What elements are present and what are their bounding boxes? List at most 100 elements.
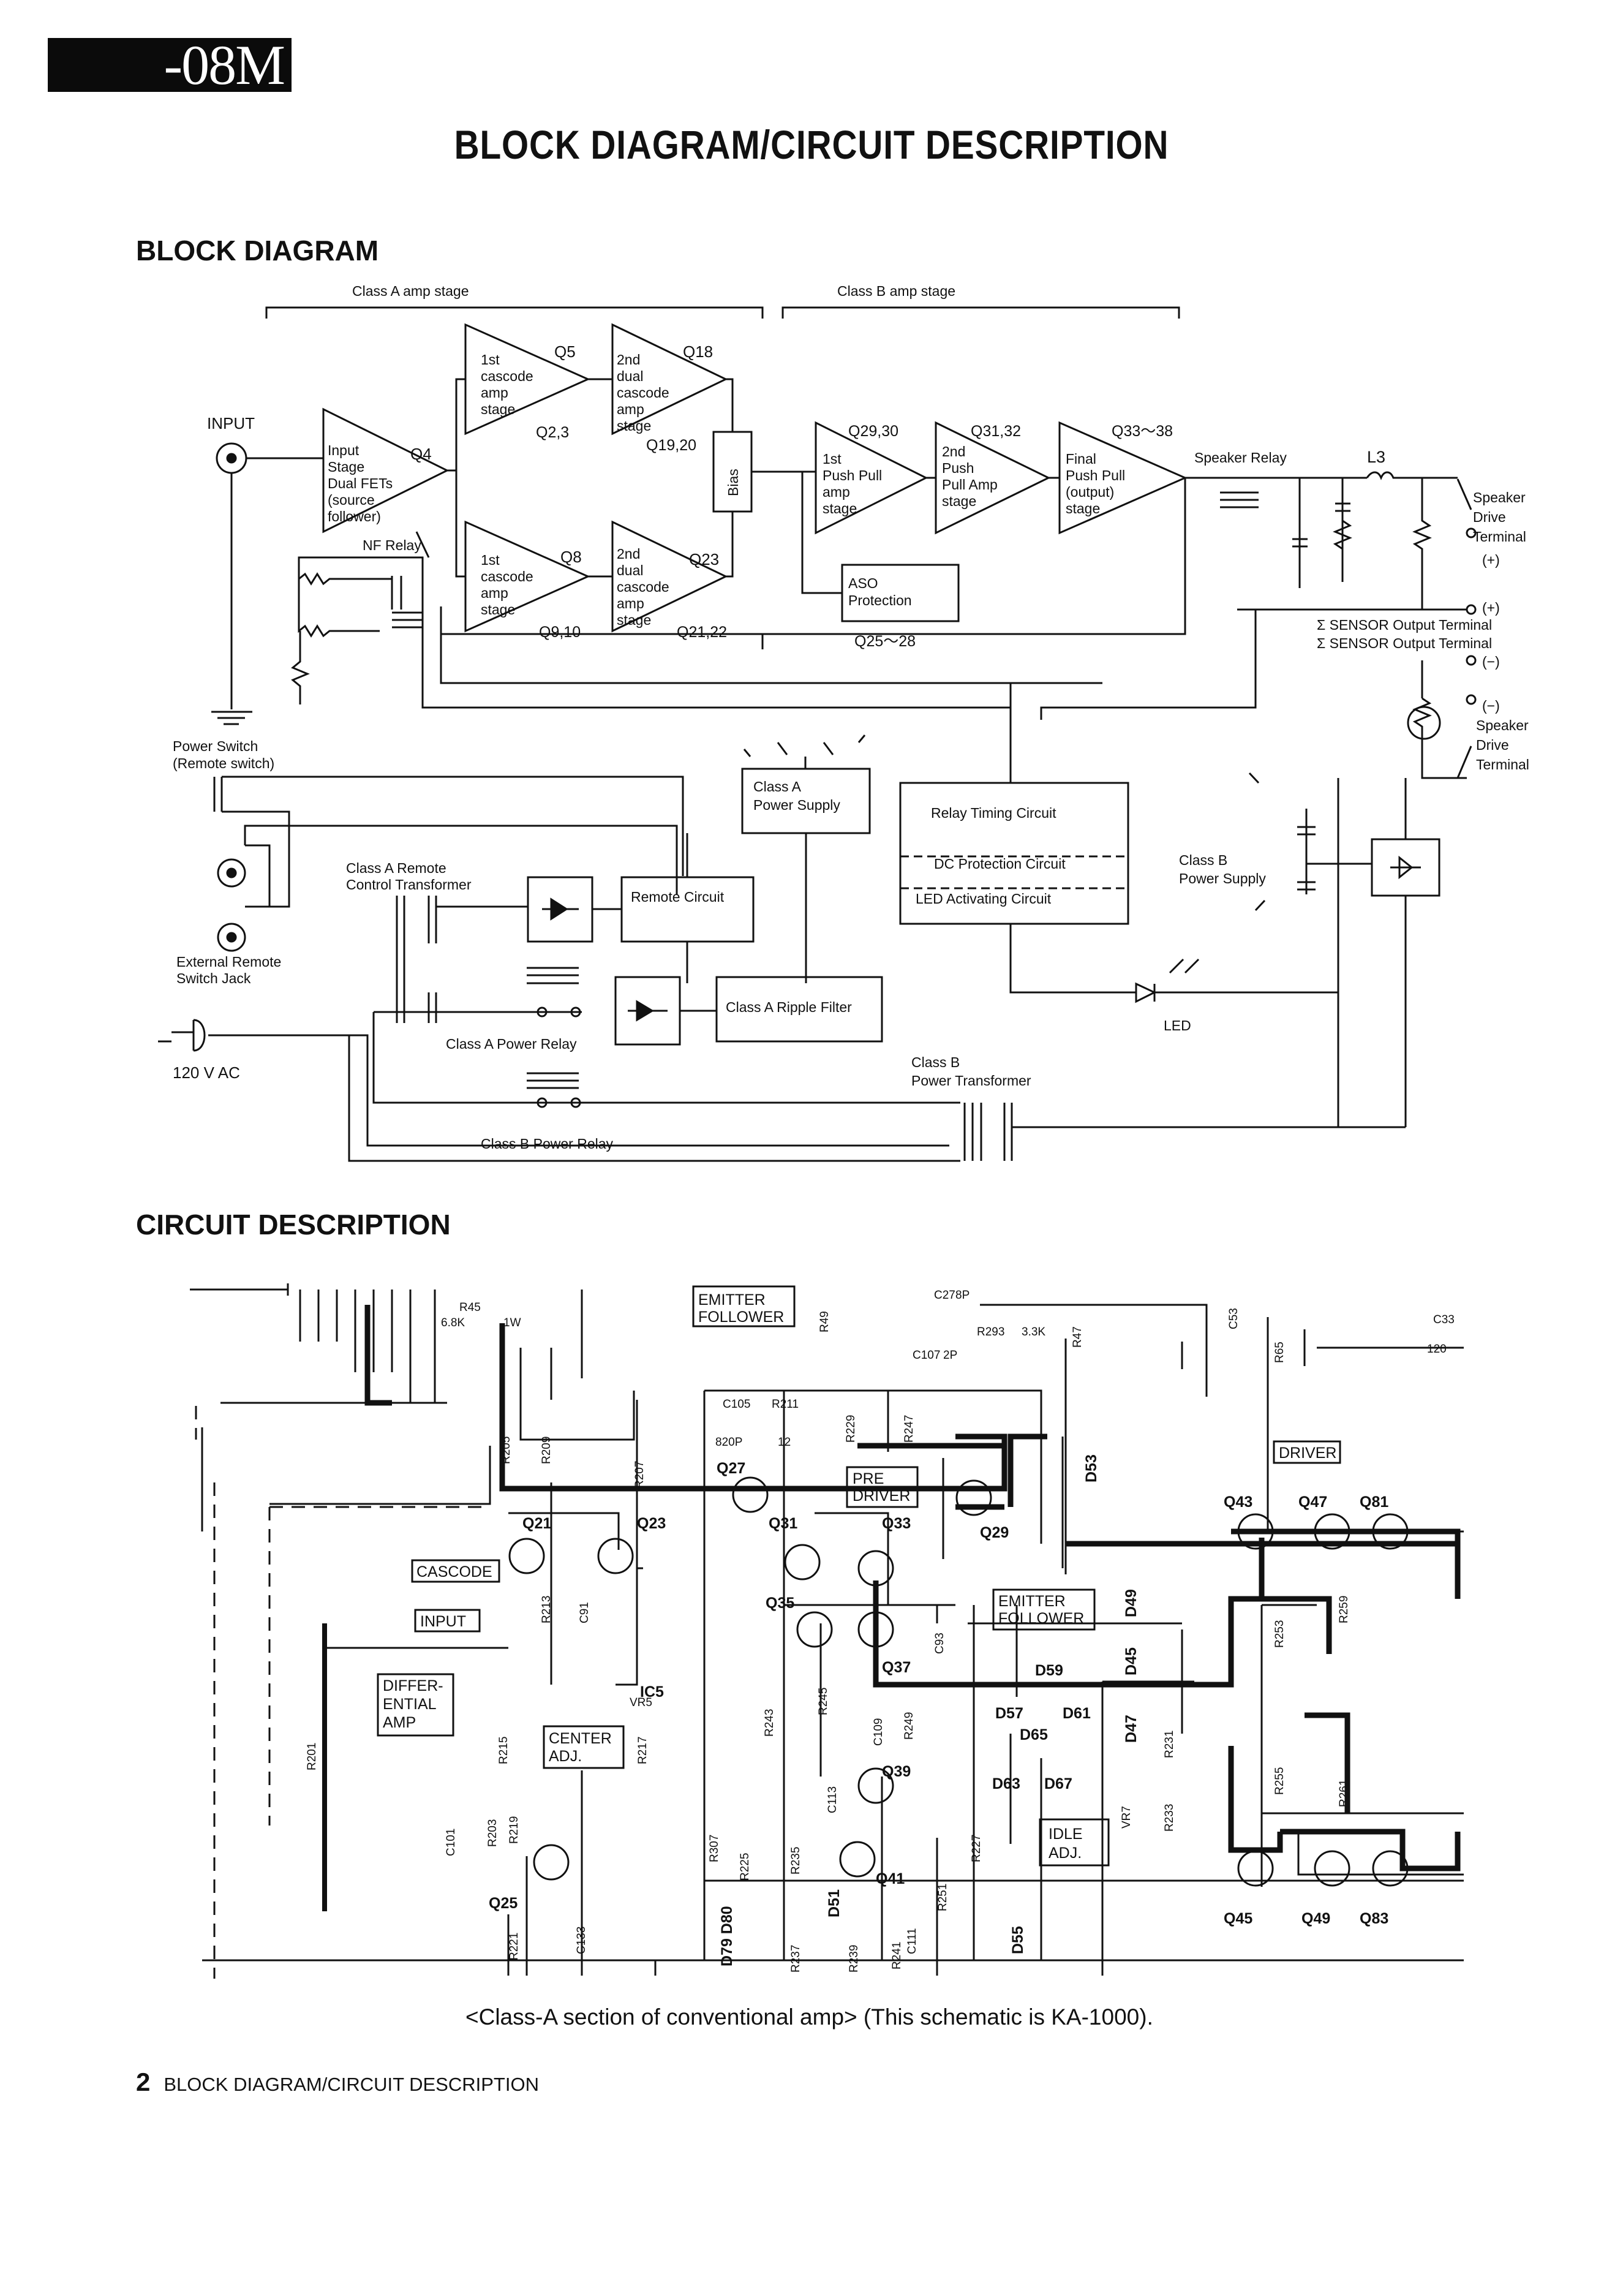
power-switch-line-1: Power Switch — [173, 738, 258, 754]
dual-cascode-bottom-line-5: stage — [617, 612, 651, 628]
aso-line-2: Protection — [848, 592, 912, 608]
led-activating-label: LED Activating Circuit — [916, 891, 1052, 907]
power-switch-line-2: (Remote switch) — [173, 755, 274, 771]
r243-part: R243 — [763, 1709, 776, 1737]
r217-part: R217 — [636, 1737, 649, 1764]
l3-label: L3 — [1367, 448, 1385, 466]
r229-part: R229 — [845, 1415, 857, 1443]
remote-transformer-line-1: Class A Remote — [346, 860, 446, 876]
page-title: BLOCK DIAGRAM/CIRCUIT DESCRIPTION — [454, 122, 1169, 167]
plus-out-label: (+) — [1482, 600, 1500, 616]
d49-part: D49 — [1123, 1589, 1140, 1617]
q35-part: Q35 — [766, 1595, 794, 1612]
cascode-top-line-2: cascode — [481, 368, 533, 384]
r47-part: R47 — [1071, 1326, 1084, 1348]
d63-part: D63 — [992, 1775, 1020, 1792]
center-adj-line-2: ADJ. — [549, 1748, 582, 1765]
input-label: INPUT — [207, 414, 255, 432]
pre-driver-line-1: PRE — [853, 1470, 884, 1487]
c27-part: C27 — [934, 1289, 955, 1302]
c105-value: 820P — [715, 1436, 742, 1449]
aso-line-1: ASO — [848, 575, 878, 591]
class-a-stage-label: Class A amp stage — [352, 283, 469, 299]
push-pull-2nd-line-4: stage — [942, 493, 976, 509]
push-pull-1st-line-2: Push Pull — [823, 467, 882, 483]
c107-value: 2P — [943, 1349, 957, 1362]
c109-part: C109 — [872, 1718, 885, 1746]
q83-part: Q83 — [1360, 1910, 1388, 1927]
differential-line-2: ENTIAL — [383, 1696, 437, 1713]
class-b-stage-label: Class B amp stage — [837, 283, 955, 299]
center-adj-line-1: CENTER — [549, 1730, 612, 1747]
r201-part: R201 — [306, 1743, 318, 1770]
class-b-supply-line-1: Class B — [1179, 852, 1227, 868]
idle-adj-line-1: IDLE — [1049, 1826, 1083, 1843]
class-a-power-relay-label: Class A Power Relay — [446, 1036, 577, 1052]
dual-cascode-top-line-1: 2nd — [617, 352, 640, 368]
driver-label: DRIVER — [1279, 1444, 1336, 1462]
class-a-supply-line-2: Power Supply — [753, 797, 840, 813]
q8-label: Q8 — [560, 548, 582, 566]
c113-part: C113 — [826, 1786, 839, 1813]
c111-part: C111 — [906, 1928, 919, 1954]
differential-line-3: AMP — [383, 1714, 416, 1731]
q33-38-label: Q33～38 — [1112, 423, 1173, 440]
minus-out-label: (−) — [1482, 654, 1500, 670]
c93-part: C93 — [933, 1633, 946, 1654]
input-stage-line-5: follower) — [328, 508, 381, 524]
class-a-supply-line-1: Class A — [753, 779, 802, 795]
q43-part: Q43 — [1224, 1494, 1252, 1511]
cascode-bottom-line-4: stage — [481, 602, 515, 617]
input-stage-line-1: Input — [328, 442, 360, 458]
cascode-top-line-3: amp — [481, 385, 508, 401]
q29-30-label: Q29,30 — [848, 423, 898, 440]
d59-part: D59 — [1035, 1662, 1063, 1679]
r211-value: 12 — [778, 1436, 791, 1449]
speaker-top-line-3: Terminal — [1473, 529, 1526, 545]
d67-part: D67 — [1044, 1775, 1072, 1792]
c27-value: 8P — [955, 1289, 970, 1302]
footer-text: BLOCK DIAGRAM/CIRCUIT DESCRIPTION — [164, 2074, 539, 2095]
q18-label: Q18 — [683, 342, 713, 361]
r225-part: R225 — [739, 1853, 751, 1881]
q39-part: Q39 — [882, 1763, 911, 1780]
push-pull-2nd-line-3: Pull Amp — [942, 477, 998, 493]
external-remote-line-2: Switch Jack — [176, 970, 251, 986]
r211-part: R211 — [772, 1398, 799, 1411]
c101-part: C101 — [445, 1829, 458, 1856]
input-stage-label: INPUT — [420, 1613, 466, 1630]
differential-line-1: DIFFER- — [383, 1677, 443, 1694]
speaker-bottom-line-1: (−) — [1482, 698, 1500, 714]
speaker-top-line-4: (+) — [1482, 552, 1500, 568]
sensor-neg-label: Σ SENSOR Output Terminal — [1317, 635, 1492, 651]
c33-part: C33 — [1433, 1313, 1455, 1326]
q25-28-label: Q25～28 — [854, 633, 916, 650]
r45-value: 6.8K — [441, 1316, 465, 1329]
schematic: Q21 Q23 Q27 Q31 Q33 Q29 Q35 Q37 Q39 Q41 … — [190, 1283, 1464, 1979]
r45-watt: 1W — [503, 1316, 521, 1329]
q37-part: Q37 — [882, 1659, 911, 1676]
dual-cascode-bottom-line-3: cascode — [617, 579, 669, 595]
r203-part: R203 — [486, 1819, 499, 1847]
c53-part: C53 — [1227, 1308, 1240, 1329]
q31-part: Q31 — [769, 1515, 797, 1532]
r293-value: 3.3K — [1022, 1326, 1045, 1339]
idle-adj-line-2: ADJ. — [1049, 1845, 1082, 1862]
r215-part: R215 — [497, 1737, 510, 1764]
q41-part: Q41 — [876, 1870, 905, 1887]
r259-part: R259 — [1338, 1596, 1350, 1623]
dual-cascode-top-line-2: dual — [617, 368, 643, 384]
class-b-power-relay-label: Class B Power Relay — [481, 1136, 614, 1152]
class-b-transformer-line-2: Power Transformer — [911, 1073, 1031, 1089]
push-pull-1st-line-1: 1st — [823, 451, 842, 467]
final-push-pull-line-3: (output) — [1066, 484, 1114, 500]
dual-cascode-bottom-line-2: dual — [617, 562, 643, 578]
input-stage-line-4: (source — [328, 492, 375, 508]
r221-part: R221 — [508, 1933, 521, 1960]
q9-10-label: Q9,10 — [539, 624, 581, 641]
dual-cascode-top-line-5: stage — [617, 418, 651, 434]
cascode-top-line-4: stage — [481, 401, 515, 417]
final-push-pull-line-2: Push Pull — [1066, 467, 1125, 483]
r239-part: R239 — [848, 1945, 860, 1973]
final-push-pull-line-1: Final — [1066, 451, 1096, 467]
